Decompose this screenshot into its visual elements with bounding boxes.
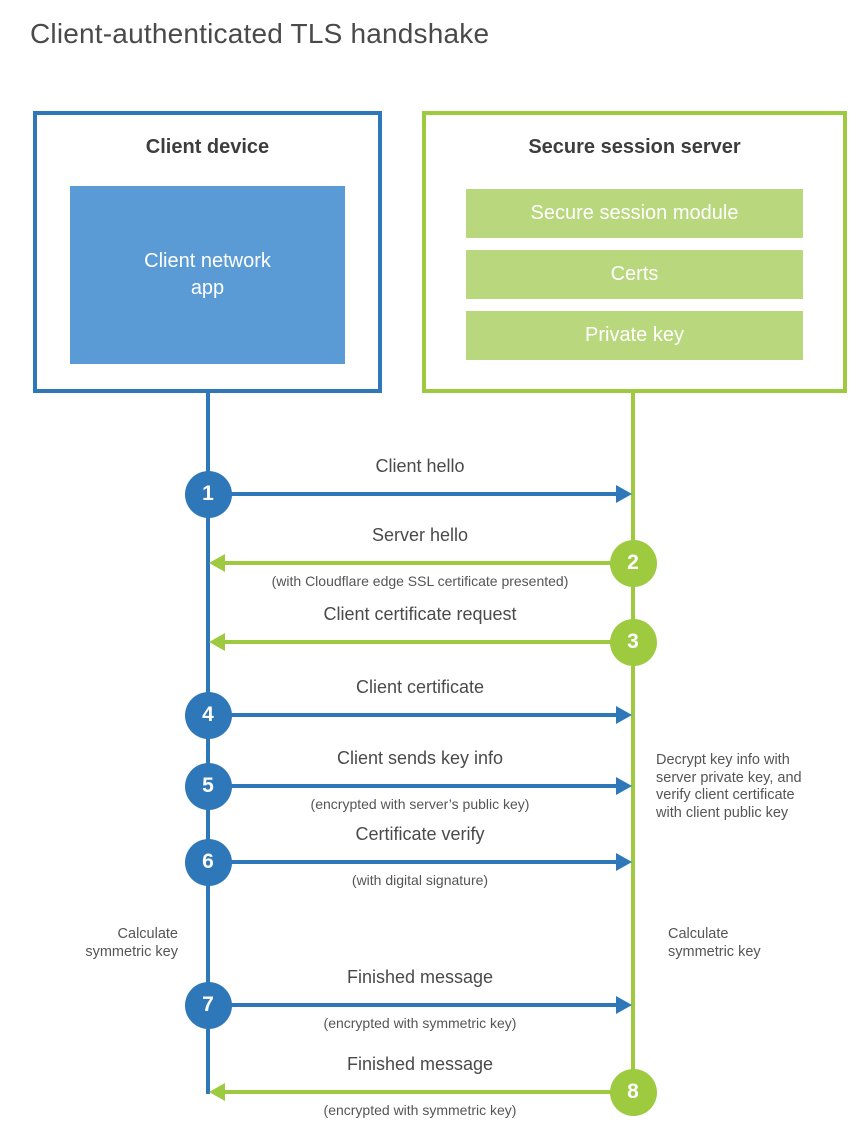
step-2-arrowhead-icon: [209, 554, 225, 572]
step-8-sublabel: (encrypted with symmetric key): [323, 1102, 517, 1118]
step-8-arrow: [225, 1090, 611, 1094]
server-decrypt-note: Decrypt key info with server private key…: [656, 752, 802, 822]
server-module-secure-session: Secure session module: [466, 189, 803, 238]
step-5-number-badge: 5: [184, 762, 232, 810]
step-8-arrowhead-icon: [209, 1083, 225, 1101]
step-3-number-badge: 3: [609, 618, 657, 666]
step-7-sublabel: (encrypted with symmetric key): [323, 1015, 517, 1031]
step-2-number-badge: 2: [609, 539, 657, 587]
step-7-label: Finished message: [346, 967, 494, 987]
step-6-label: Certificate verify: [355, 824, 485, 844]
step-5-label: Client sends key info: [336, 748, 504, 768]
client-lifeline: [206, 393, 210, 1094]
step-7-arrow: [230, 1003, 616, 1007]
step-6-arrow: [230, 860, 616, 864]
secure-session-server-heading: Secure session server: [528, 136, 741, 158]
client-device-heading: Client device: [145, 136, 270, 158]
step-3-label: Client certificate request: [323, 604, 517, 624]
step-4-number-badge: 4: [184, 691, 232, 739]
server-lifeline: [631, 393, 635, 1092]
client-calculate-symmetric-key-note: Calculate symmetric key: [85, 926, 178, 960]
server-module-certs: Certs: [466, 250, 803, 299]
step-3-arrowhead-icon: [209, 633, 225, 651]
client-network-app-box: Client network app: [70, 186, 345, 364]
step-4-label: Client certificate: [355, 677, 485, 697]
step-4-arrowhead-icon: [616, 706, 632, 724]
step-1-number-badge: 1: [184, 470, 232, 518]
step-5-sublabel: (encrypted with server’s public key): [310, 796, 530, 812]
step-1-label: Client hello: [375, 456, 465, 476]
step-6-sublabel: (with digital signature): [351, 872, 489, 888]
step-6-number-badge: 6: [184, 838, 232, 886]
page-title: Client-authenticated TLS handshake: [30, 18, 490, 49]
step-1-arrow: [230, 492, 616, 496]
step-4-arrow: [230, 713, 616, 717]
server-calculate-symmetric-key-note: Calculate symmetric key: [668, 926, 761, 960]
step-7-number-badge: 7: [184, 981, 232, 1029]
step-8-label: Finished message: [346, 1054, 494, 1074]
step-3-arrow: [225, 640, 611, 644]
step-2-label: Server hello: [371, 525, 469, 545]
step-2-arrow: [225, 561, 611, 565]
step-2-sublabel: (with Cloudflare edge SSL certificate pr…: [271, 573, 569, 589]
server-module-private-key: Private key: [466, 311, 803, 360]
step-8-number-badge: 8: [609, 1068, 657, 1116]
step-6-arrowhead-icon: [616, 853, 632, 871]
step-5-arrow: [230, 784, 616, 788]
step-7-arrowhead-icon: [616, 996, 632, 1014]
step-5-arrowhead-icon: [616, 777, 632, 795]
step-1-arrowhead-icon: [616, 485, 632, 503]
